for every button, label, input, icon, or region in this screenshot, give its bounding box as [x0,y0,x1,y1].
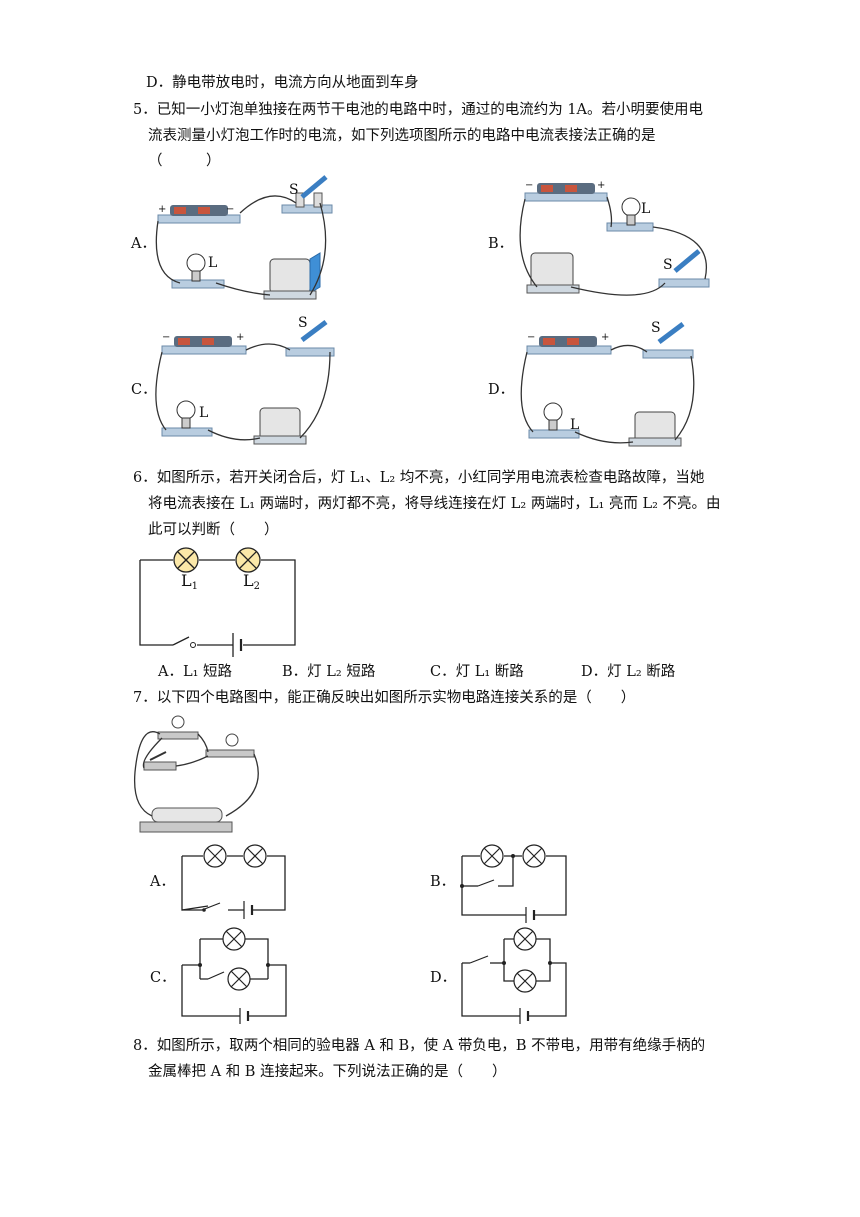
svg-text:+: + [236,332,244,343]
q6-option-b: B．灯 L₂ 短路 [282,664,376,680]
q7-option-b-letter: B． [430,874,456,890]
q7-option-c-letter: C． [150,970,176,986]
q5-option-a-letter: A． [131,236,156,252]
svg-text:−: − [226,204,234,215]
q7-circuit-c [181,927,287,1024]
q8-stem-line1: 8．如图所示，取两个相同的验电器 A 和 B，使 A 带负电，B 不带电，用带有… [133,1038,706,1054]
svg-text:+: + [597,180,605,191]
q6-option-d: D．灯 L₂ 断路 [581,664,676,680]
q7-option-a-letter: A． [150,874,175,890]
q4-option-d: D．静电带放电时，电流方向从地面到车身 [146,75,419,91]
q6-option-a: A．L₁ 短路 [158,664,233,680]
q6-stem-line1: 6．如图所示，若开关闭合后，灯 L₁、L₂ 均不亮，小红同学用电流表检查电路故障… [133,470,705,486]
q5-b-switch-label: S [663,257,673,273]
q6-option-c: C．灯 L₁ 断路 [430,664,524,680]
q5-figure-d: −+ [520,322,695,447]
q6-lamp2-label: L2 [243,571,260,592]
q7-stem-line1: 7．以下四个电路图中，能正确反映出如图所示实物电路连接关系的是（ ） [133,690,636,706]
q5-figure-a: +− [155,175,333,300]
q5-option-c-letter: C． [131,382,157,398]
q5-c-switch-label: S [298,315,308,331]
q5-d-lamp-label: L [570,417,580,433]
svg-text:+: + [158,204,166,215]
q5-c-lamp-label: L [199,405,209,421]
q5-d-switch-label: S [651,320,661,336]
q5-b-lamp-label: L [641,201,651,217]
q5-a-lamp-label: L [208,255,218,271]
q6-lamp1-label: L1 [181,571,198,592]
svg-text:−: − [525,180,533,191]
q7-option-d-letter: D． [430,970,457,986]
q8-stem-line2: 金属棒把 A 和 B 连接起来。下列说法正确的是（ ） [148,1064,507,1080]
q5-stem-line1: 5．已知一小灯泡单独接在两节干电池的电路中时，通过的电流约为 1A。若小明要使用… [133,102,704,118]
q7-circuit-b [460,844,567,923]
q5-figure-c: −+ [155,320,335,445]
q5-answer-blank: （ ） [148,153,221,169]
q6-stem-line3: 此可以判断（ ） [148,522,279,538]
q5-figure-b: −+ [519,180,710,296]
q5-option-d-letter: D． [488,382,515,398]
q6-circuit-diagram [139,547,296,657]
q7-circuit-d [461,927,567,1024]
svg-text:+: + [601,332,609,343]
q7-circuit-a [181,844,286,919]
svg-text:−: − [162,332,170,343]
q5-a-switch-label: S [289,182,299,198]
q5-stem-line2: 流表测量小灯泡工作时的电流，如下列选项图所示的电路中电流表接法正确的是 [148,128,656,144]
q6-stem-line2: 将电流表接在 L₁ 两端时，两灯都不亮，将导线连接在灯 L₂ 两端时，L₁ 亮而… [148,496,721,512]
q5-option-b-letter: B． [488,236,514,252]
svg-text:−: − [527,332,535,343]
q7-physical-circuit [133,715,259,833]
